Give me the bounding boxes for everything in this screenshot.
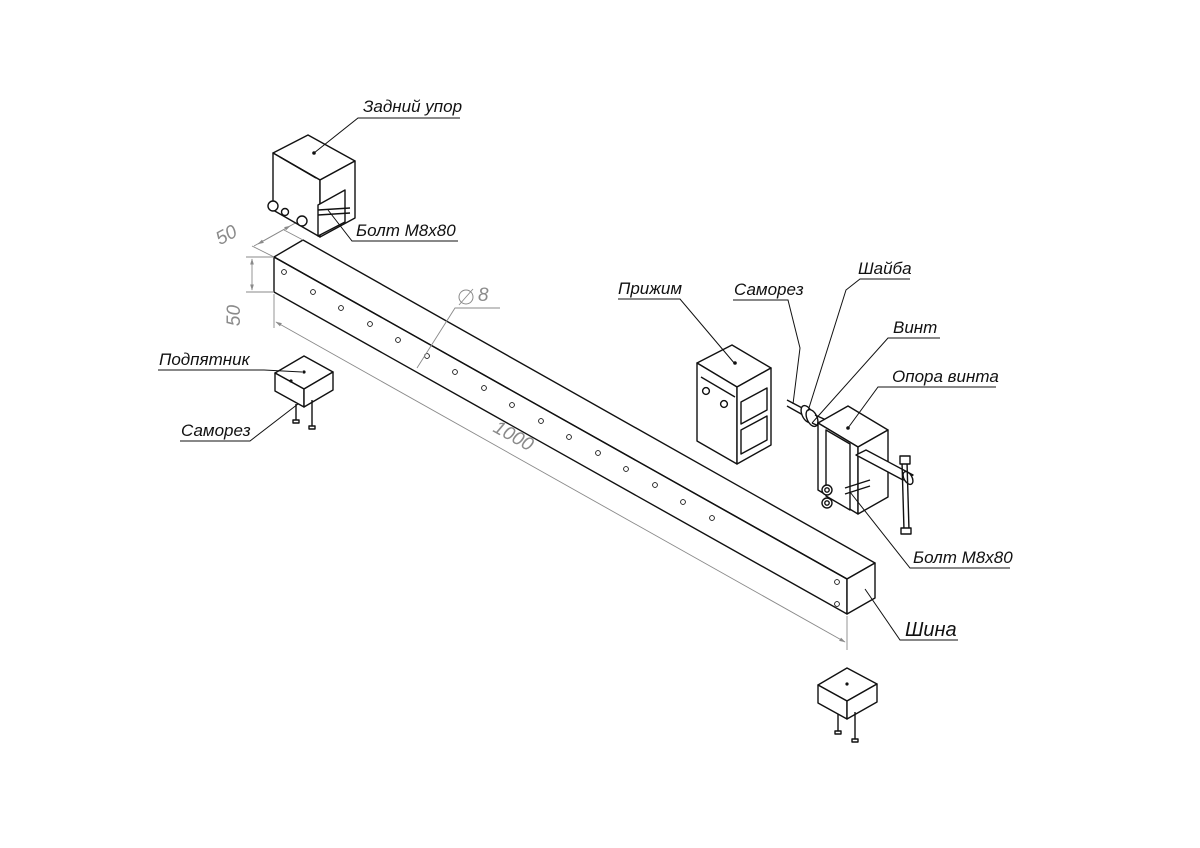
screw-assembly [786, 399, 914, 535]
thrust-block-left [274, 355, 334, 430]
label-bolt-bottom: Болт М8х80 [913, 548, 1013, 567]
thrust-block-right [817, 667, 878, 743]
clamp-part [696, 344, 772, 465]
label-rear-stop: Задний упор [363, 97, 463, 116]
label-rail: Шина [905, 619, 957, 641]
dimension-hole-diameter: 8 [478, 285, 489, 306]
label-screw-right: Саморез [734, 280, 804, 299]
label-screw: Винт [893, 318, 938, 337]
label-screw-support: Опора винта [892, 367, 999, 386]
label-clamp: Прижим [618, 279, 683, 298]
label-thrust-block: Подпятник [159, 350, 250, 369]
label-washer: Шайба [858, 259, 912, 278]
label-screw-left: Саморез [181, 421, 251, 440]
dimension-lines [246, 220, 848, 650]
label-bolt-top: Болт М8х80 [356, 221, 456, 240]
leader-lines [158, 117, 1010, 641]
rear-stop-part [267, 134, 356, 238]
dimension-height: 50 [224, 304, 246, 327]
